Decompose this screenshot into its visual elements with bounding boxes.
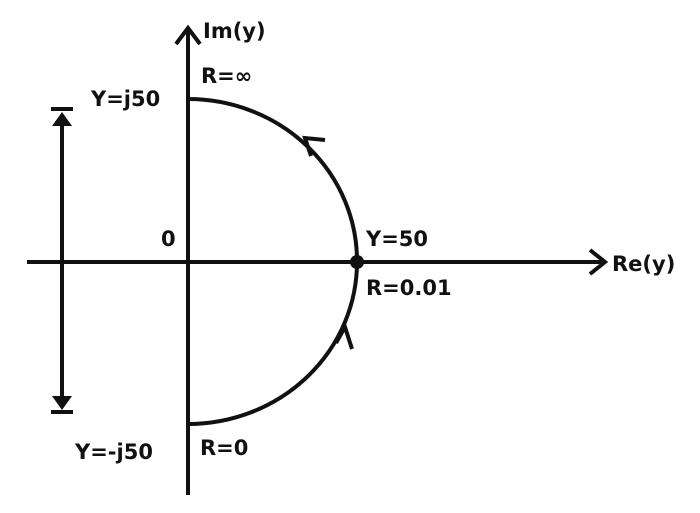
- lower-direction-arrow: [334, 322, 354, 350]
- bottom-admittance-label: Y=-j50: [74, 440, 153, 464]
- right-resistance-label: R=0.01: [366, 276, 452, 300]
- top-resistance-label: R=∞: [201, 64, 252, 88]
- span-top-arrowhead: [52, 112, 72, 126]
- top-admittance-label: Y=j50: [90, 87, 160, 111]
- span-bottom-arrowhead: [52, 396, 72, 410]
- imaginary-axis-arrowhead: [174, 24, 202, 46]
- origin-label: 0: [161, 227, 176, 251]
- real-axis-label: Re(y): [612, 252, 675, 276]
- imaginary-axis-label: Im(y): [203, 19, 266, 43]
- bottom-resistance-label: R=0: [200, 436, 248, 460]
- upper-direction-arrow: [302, 135, 326, 157]
- point-y50: [350, 255, 364, 269]
- right-admittance-label: Y=50: [365, 227, 428, 251]
- real-axis-arrowhead: [588, 248, 609, 276]
